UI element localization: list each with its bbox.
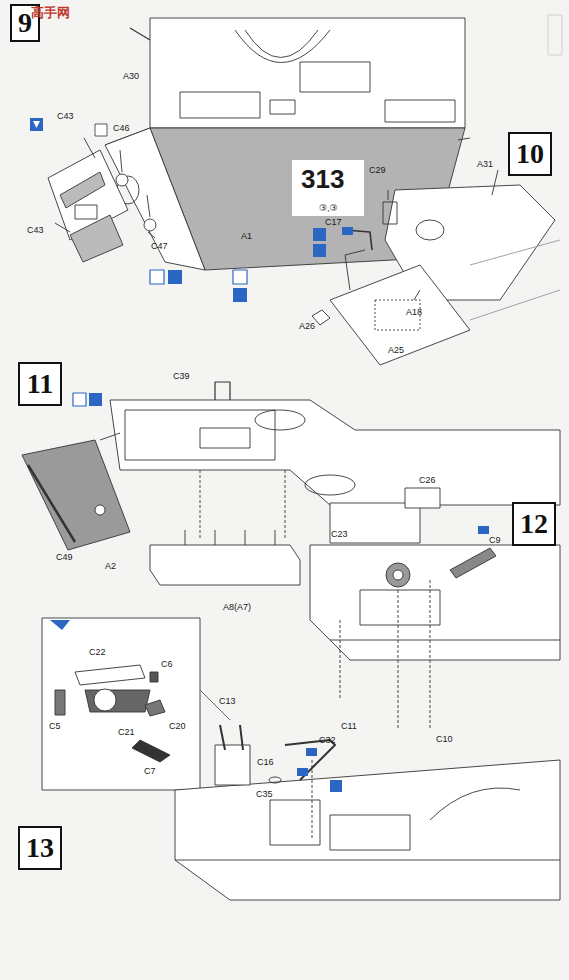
part-number: C22 [88,648,107,657]
part-number: C10 [435,735,454,744]
part-number: C20 [168,722,187,731]
part-number: C39 [172,372,191,381]
part-number: A31 [476,160,494,169]
part-number: C7 [143,767,157,776]
part-number: C49 [55,553,74,562]
step-number-box: 11 [18,362,62,406]
part-number: A18 [405,308,423,317]
part-number: C43 [26,226,45,235]
step-number: 10 [516,140,544,168]
part-number: A8(A7) [222,603,252,612]
part-number: C29 [368,166,387,175]
step-number: 13 [26,834,54,862]
step-number: 12 [520,510,548,538]
part-number: A30 [122,72,140,81]
part-number: C11 [340,722,358,731]
step-number: 9 [18,9,32,37]
part-number: C47 [150,242,169,251]
part-number: A1 [240,232,253,241]
part-number: C32 [318,736,337,745]
part-number: C35 [255,790,274,799]
part-number: A25 [387,346,405,355]
part-number: C26 [418,476,437,485]
step-number: 11 [27,370,53,398]
part-number: A26 [298,322,316,331]
step-number-box: 12 [512,502,556,546]
step-number-box: 10 [508,132,552,176]
step-number-box: 13 [18,826,62,870]
part-number: C9 [488,536,502,545]
decal-number: 313 [300,166,345,192]
part-number: C43 [56,112,75,121]
part-number: C5 [48,722,62,731]
part-number: C46 [112,124,131,133]
part-number: C6 [160,660,174,669]
part-number: A2 [104,562,117,571]
watermark: 高手网 [30,6,71,19]
part-number: C17 [324,218,343,227]
part-number: C21 [117,728,136,737]
part-number: C16 [256,758,275,767]
part-number: C13 [218,697,237,706]
part-number: ③,③ [318,204,339,213]
part-number: C23 [330,530,349,539]
